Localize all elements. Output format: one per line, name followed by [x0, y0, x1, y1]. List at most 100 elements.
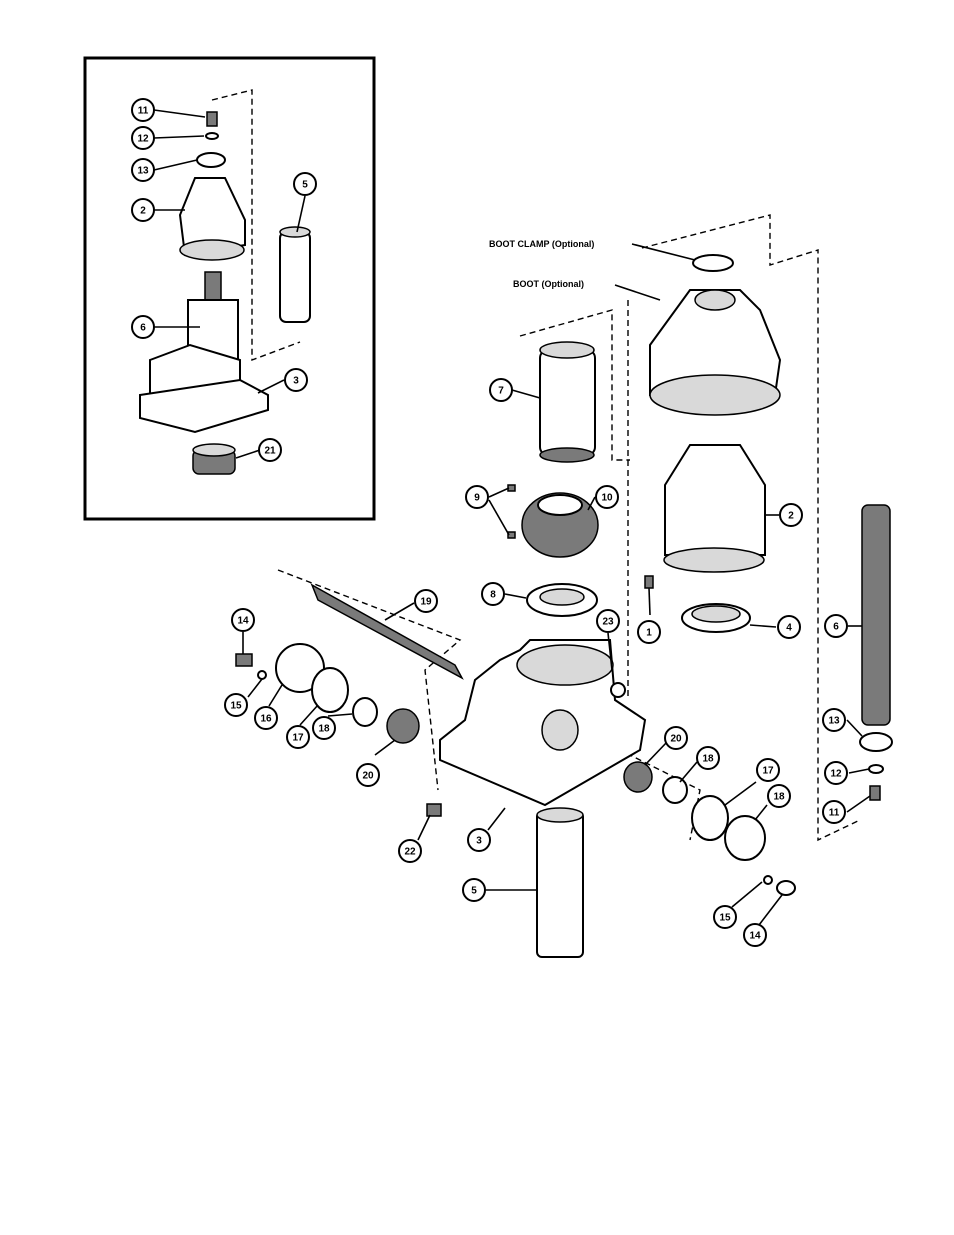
leader-line	[631, 243, 696, 261]
inset-leader	[257, 379, 285, 394]
callout-circle	[131, 126, 155, 150]
callout-number: 15	[230, 701, 242, 712]
callout-number: 21	[264, 446, 276, 457]
callout-number: 2	[788, 511, 794, 522]
callout-number: 22	[404, 847, 416, 858]
inset-tube-top	[279, 226, 311, 238]
grease-fitting-part	[610, 682, 626, 698]
leader-line	[504, 593, 527, 599]
callout-circle	[756, 758, 780, 782]
leader-line	[644, 741, 668, 766]
key-part	[507, 484, 516, 492]
callout-number: 17	[762, 766, 774, 777]
callout-circle	[465, 485, 489, 509]
inset-nut-top	[192, 443, 236, 457]
callout-number: 1	[646, 628, 652, 639]
callout-number: 14	[749, 931, 761, 942]
leader-line	[848, 768, 870, 774]
inset-screw-part	[206, 111, 218, 127]
callout-circle	[824, 761, 848, 785]
callout-number: 13	[137, 166, 149, 177]
bearing-right-part	[623, 761, 653, 793]
callout-circle	[131, 98, 155, 122]
gasket-left-part	[311, 667, 349, 713]
callout-circle	[131, 158, 155, 182]
callout-number: 17	[292, 733, 304, 744]
leader-line	[247, 678, 263, 698]
callout-circle	[284, 368, 308, 392]
callout-number: 5	[471, 886, 477, 897]
bearing-inner	[691, 605, 741, 623]
callout-circle	[131, 198, 155, 222]
gasket-right-part	[691, 795, 729, 841]
inset-view	[83, 56, 376, 521]
tube-top	[536, 807, 584, 823]
callout-circle	[779, 503, 803, 527]
worm-gear-bore	[537, 494, 583, 516]
callout-circle	[231, 608, 255, 632]
inset-tube-part	[279, 231, 311, 323]
cone-part	[664, 444, 766, 556]
inset-cone-part	[178, 177, 246, 257]
callout-number: 11	[138, 106, 149, 117]
end-cover-right-part	[724, 815, 766, 861]
callout-number: 20	[670, 734, 682, 745]
callout-number: 13	[828, 716, 840, 727]
callout-circle	[637, 620, 661, 644]
callout-circle	[696, 746, 720, 770]
inset-leader	[153, 135, 205, 139]
grease-fitting-bottom-part	[426, 803, 442, 817]
leader-line	[374, 739, 396, 756]
inset-cone-base	[179, 239, 245, 261]
guide-line-left	[519, 309, 630, 461]
leader-line	[384, 602, 415, 621]
callout-circle	[286, 725, 310, 749]
callout-number: 12	[137, 134, 149, 145]
inset-base-plate	[139, 378, 269, 434]
callout-number: 3	[293, 376, 299, 387]
worm-gear-nut-part	[539, 349, 596, 456]
callout-number: 6	[140, 323, 146, 334]
callout-circle	[489, 378, 513, 402]
callout-number: 18	[702, 754, 714, 765]
bearing-left-part	[386, 708, 420, 744]
cap-screw-left-part	[235, 653, 253, 667]
washer-part	[868, 764, 884, 774]
nut-bottom	[539, 447, 595, 463]
lifting-screw-part	[861, 504, 891, 726]
callout-number: 7	[498, 386, 504, 397]
key-part	[507, 531, 516, 539]
main-view	[235, 214, 893, 958]
callout-number: 11	[829, 808, 840, 819]
inset-leader	[235, 449, 261, 459]
callout-circle	[767, 784, 791, 808]
shim-right-part	[662, 776, 688, 804]
callout-circle	[822, 708, 846, 732]
inset-washer-part	[205, 132, 219, 140]
set-screw-part	[644, 575, 654, 589]
cap-screw-right-part	[776, 880, 796, 896]
shim-left-part	[352, 697, 378, 727]
leader-line	[488, 499, 510, 536]
inset-leader	[153, 109, 206, 118]
callout-circle	[481, 582, 505, 606]
callout-circle	[293, 172, 317, 196]
nut-top	[539, 341, 595, 359]
leader-line	[587, 496, 596, 511]
callout-circle	[743, 923, 767, 947]
callout-circle	[356, 763, 380, 787]
leader-line	[417, 814, 431, 841]
screw-part	[869, 785, 881, 801]
leader-line	[614, 284, 661, 301]
callout-number: 19	[420, 597, 432, 608]
inset-ring-part	[196, 152, 226, 168]
callout-circle	[822, 800, 846, 824]
callout-circle	[824, 614, 848, 638]
callout-circle	[713, 905, 737, 929]
callout-number: 3	[476, 836, 482, 847]
callout-number: 6	[833, 622, 839, 633]
inset-leader	[296, 195, 306, 233]
callout-circle	[312, 716, 336, 740]
